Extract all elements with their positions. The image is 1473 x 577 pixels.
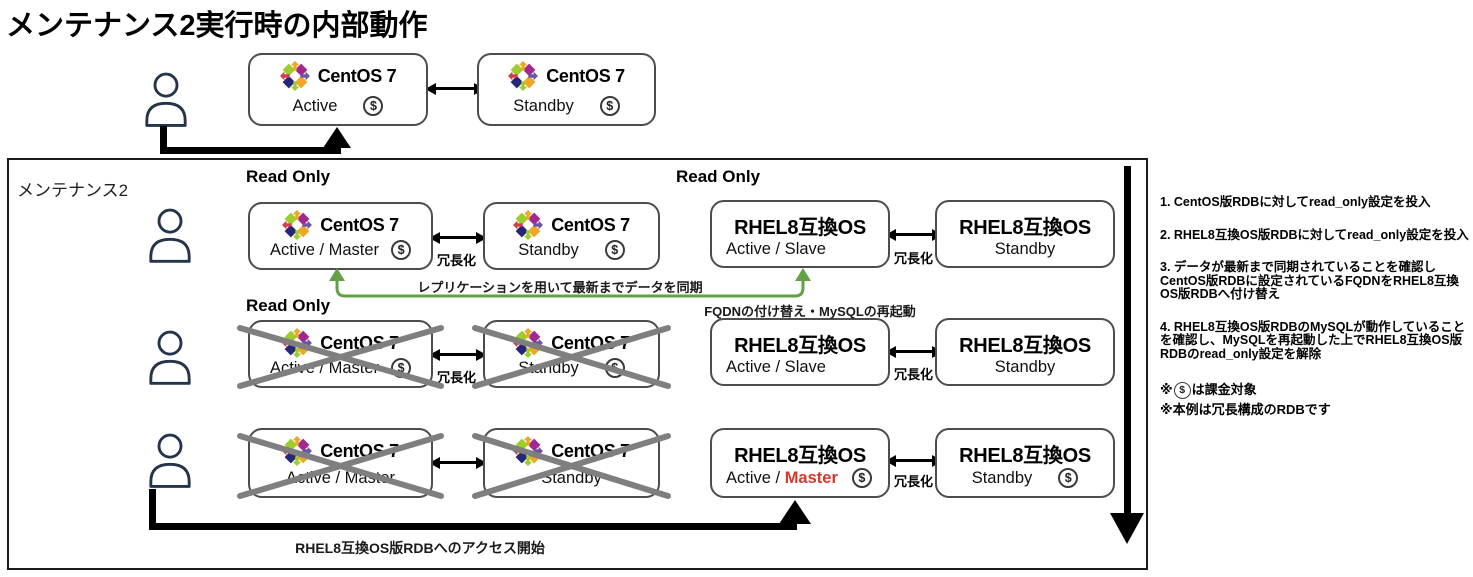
read-only-label: Read Only: [676, 167, 761, 186]
os-name: RHEL8互換OS: [959, 217, 1091, 239]
dollar-icon: $: [851, 468, 872, 488]
step-item: 1. CentOS版RDBに対してread_only設定を投入: [1160, 195, 1431, 209]
redundancy-label: 冗長化: [894, 367, 934, 382]
double-arrow: [885, 228, 943, 241]
timeline-arrow: [1124, 166, 1131, 514]
os-name: RHEL8互換OS: [959, 335, 1091, 357]
centos-logo-icon: [508, 61, 538, 91]
dollar-icon: $: [1058, 468, 1079, 488]
os-name: CentOS 7: [317, 65, 397, 86]
arrowhead-down-icon: [1110, 513, 1144, 544]
server-state: Standby: [518, 358, 579, 377]
dollar-icon: $: [1173, 381, 1191, 399]
dollar-icon: $: [391, 240, 412, 260]
person-icon: [147, 329, 193, 386]
rhel-box: RHEL8互換OS Active / Slave: [710, 318, 890, 386]
person-icon: [143, 71, 189, 128]
person-icon: [147, 207, 193, 264]
read-only-label: Read Only: [246, 296, 331, 315]
access-start-arrow: [149, 523, 797, 530]
double-arrow: [429, 231, 487, 244]
step-item: 2. RHEL8互換OS版RDBに対してread_only設定を投入: [1160, 227, 1469, 242]
os-name: RHEL8互換OS: [734, 335, 866, 357]
centos-box: CentOS 7 Active $: [248, 53, 428, 126]
note-item: ※本例は冗長構成のRDBです: [1160, 402, 1331, 417]
rhel-box: RHEL8互換OS Active / Master $: [710, 428, 890, 498]
double-arrow: [885, 454, 943, 467]
arrowhead-up-icon: [323, 127, 351, 148]
os-name: RHEL8互換OS: [959, 445, 1091, 467]
maintenance-label: メンテナンス2: [17, 181, 129, 200]
fqdn-switch-label: FQDNの付け替え・MySQLの再起動: [704, 304, 916, 319]
server-state: Active / Slave: [726, 358, 826, 376]
rhel-box: RHEL8互換OS Standby: [935, 318, 1115, 386]
step-item: 4. RHEL8互換OS版RDBのMySQLが動作していることを確認し、MySQ…: [1160, 319, 1466, 361]
server-state: Standby: [518, 240, 579, 259]
double-arrow: [429, 456, 487, 469]
rhel-box: RHEL8互換OS Standby: [935, 200, 1115, 268]
dollar-icon: $: [604, 240, 625, 260]
dollar-icon: $: [363, 96, 384, 116]
double-arrow: [885, 345, 943, 358]
centos-box: CentOS 7 Active / Master $: [248, 202, 433, 270]
server-state: Standby: [971, 468, 1033, 487]
centos-box: CentOS 7 Standby $: [477, 53, 656, 126]
access-start-label: RHEL8互換OS版RDBへのアクセス開始: [295, 540, 545, 556]
server-state: Standby: [513, 96, 574, 115]
steps-panel: 1. CentOS版RDBに対してread_only設定を投入 2. RHEL8…: [1160, 195, 1472, 420]
redundancy-label: 冗長化: [437, 253, 477, 268]
double-arrow: [429, 348, 487, 361]
server-state: Active: [292, 96, 338, 115]
page-title: メンテナンス2実行時の内部動作: [6, 10, 428, 42]
cross-out-icon: [237, 325, 444, 389]
os-name: RHEL8互換OS: [734, 445, 866, 467]
note-item: ※ $ は課金対象: [1160, 381, 1257, 399]
os-name: CentOS 7: [551, 214, 630, 235]
centos-logo-icon: [513, 210, 543, 240]
user-access-arrow: [160, 126, 167, 154]
centos-logo-icon: [282, 210, 312, 240]
os-name: CentOS 7: [546, 65, 625, 86]
master-highlight: Master: [784, 468, 838, 487]
dollar-icon: $: [599, 96, 620, 116]
os-name: CentOS 7: [320, 214, 399, 235]
step-item: 3. データが最新まで同期されていることを確認しCentOS版RDBに設定されて…: [1160, 260, 1459, 301]
user-access-arrow: [160, 147, 341, 154]
double-arrow: [425, 82, 485, 95]
redundancy-label: 冗長化: [894, 251, 934, 266]
cross-out-icon: [472, 325, 671, 389]
replication-label: レプリケーションを用いて最新までデータを同期: [417, 280, 703, 295]
redundancy-label: 冗長化: [437, 370, 477, 385]
rhel-box: RHEL8互換OS Active / Slave: [710, 200, 890, 268]
server-state: Active / Master: [269, 240, 380, 259]
server-state: Active / Master: [726, 468, 838, 487]
cross-out-icon: [472, 433, 671, 499]
arrowhead-up-icon: [779, 500, 811, 524]
replication-arrow: [329, 268, 811, 298]
server-state: Active / Slave: [726, 240, 826, 258]
server-state: Standby: [994, 240, 1056, 258]
redundancy-label: 冗長化: [894, 474, 934, 489]
os-name: RHEL8互換OS: [734, 217, 866, 239]
rhel-box: RHEL8互換OS Standby $: [935, 428, 1115, 498]
access-start-arrow: [149, 489, 156, 530]
centos-box: CentOS 7 Standby $: [483, 202, 660, 270]
read-only-label: Read Only: [246, 167, 331, 186]
cross-out-icon: [237, 433, 444, 499]
server-state: Standby: [994, 358, 1056, 376]
person-icon: [147, 432, 193, 489]
centos-logo-icon: [280, 61, 310, 91]
